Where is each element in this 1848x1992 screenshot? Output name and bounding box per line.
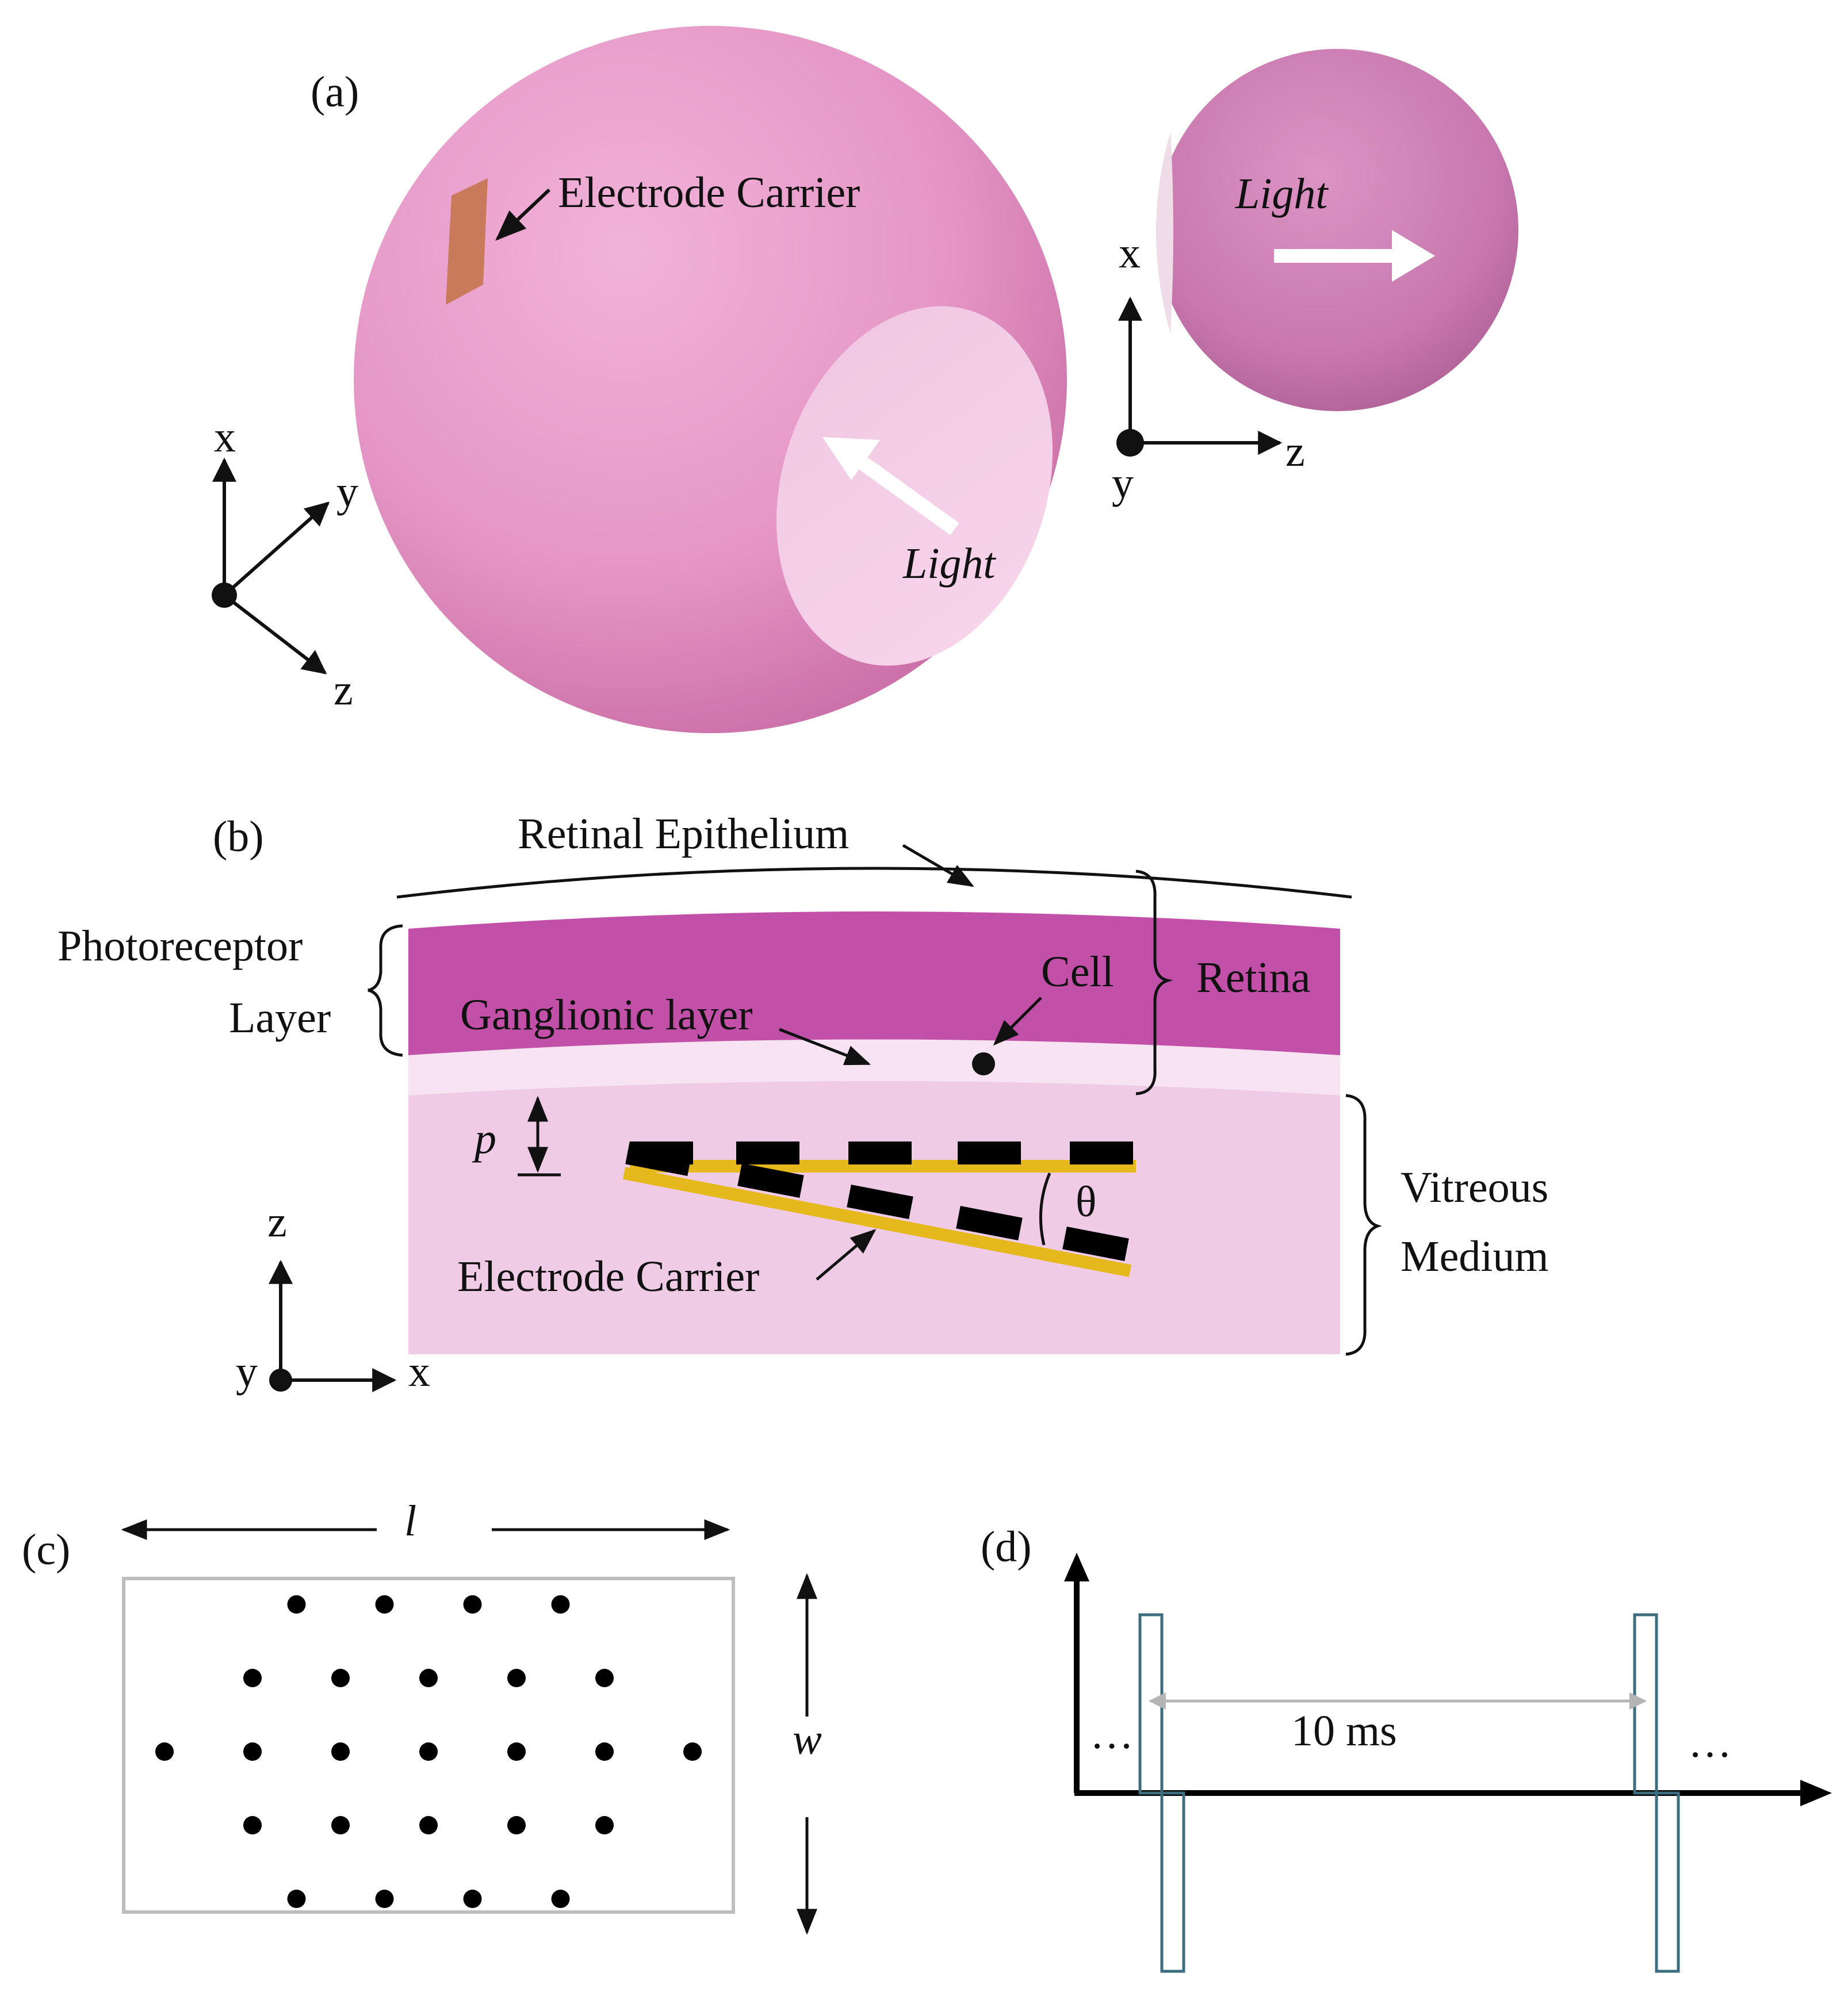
electrode-dot	[331, 1669, 350, 1687]
cell-label: Cell	[1041, 948, 1114, 996]
axis3d-y-label: y	[336, 468, 358, 516]
electrode-dot	[243, 1669, 262, 1687]
panel-a: (a) Electrode Carrier Light x y z Light	[212, 26, 1518, 733]
electrode-dot-grid	[155, 1595, 702, 1908]
angle-label: θ	[1076, 1178, 1096, 1226]
electrode-dot	[419, 1742, 438, 1761]
electrode-carrier-label: Electrode Carrier	[558, 168, 860, 217]
electrode-dot	[331, 1742, 350, 1761]
width-label: w	[793, 1715, 822, 1764]
electrode-dot	[243, 1816, 262, 1834]
ganglionic-layer-band	[408, 1039, 1340, 1095]
axis3d-z-label: z	[334, 666, 353, 714]
angle-arc	[1039, 1173, 1051, 1246]
electrode-dot	[331, 1816, 350, 1834]
electrode-dot	[375, 1890, 394, 1908]
axisb-z-label: z	[267, 1198, 287, 1246]
electrode-array-outline	[122, 1577, 735, 1914]
electrode-dot	[507, 1742, 526, 1761]
ganglionic-layer-pointer	[779, 1028, 871, 1066]
ganglionic-layer-label: Ganglionic layer	[460, 991, 753, 1039]
light-arrow-small	[1274, 230, 1435, 282]
axisb-y-label: y	[236, 1347, 258, 1396]
electrode-dot	[155, 1742, 174, 1761]
eye-side-view-light-rim	[1156, 132, 1173, 334]
electrode-dot	[507, 1816, 526, 1834]
light-entry-spot	[776, 306, 1053, 666]
panel-b-label: (b)	[213, 813, 264, 861]
electrode-dot	[595, 1742, 614, 1761]
pulse-x-axis-arrowhead	[1800, 1780, 1832, 1806]
electrode-dot	[463, 1595, 482, 1614]
electrodes-tilted	[625, 1141, 1129, 1262]
electrode-dot	[551, 1890, 570, 1908]
electrode-dot	[683, 1742, 702, 1761]
retinal-epithelium-arc	[396, 867, 1352, 899]
axes-side: x y z	[1112, 229, 1305, 507]
electrode-dot	[375, 1595, 394, 1614]
axisside-y-label: y	[1112, 459, 1134, 507]
photoreceptor-label-line1: Photoreceptor	[58, 922, 303, 970]
electrode-dot	[551, 1595, 570, 1614]
electrode-dot	[287, 1595, 306, 1614]
panel-b: (b) Retinal Epithelium Photoreceptor Lay…	[58, 810, 1549, 1396]
panel-d: (d) 10 ms … …	[981, 1523, 1832, 1973]
electrode-dot	[507, 1669, 526, 1687]
cell-marker	[972, 1052, 995, 1075]
electrode-dot	[463, 1890, 482, 1908]
photoreceptor-brace	[368, 924, 403, 1057]
electrode-dot	[595, 1669, 614, 1687]
axisside-x-label: x	[1119, 229, 1141, 277]
electrodes-straight	[630, 1141, 1133, 1164]
panel-a-label: (a)	[311, 68, 359, 116]
panel-c-label: (c)	[22, 1526, 70, 1574]
axisb-x-label: x	[408, 1347, 430, 1396]
retinal-epithelium-label: Retinal Epithelium	[518, 810, 849, 858]
photoreceptor-label-line2: Layer	[229, 994, 331, 1042]
panel-c: (c) l w	[22, 1497, 822, 1935]
eye-side-view	[1156, 49, 1518, 411]
retina-brace	[1135, 869, 1173, 1095]
panel-d-label: (d)	[981, 1523, 1032, 1571]
axis3d-x-label: x	[214, 413, 236, 461]
axes-b: z y x	[236, 1198, 430, 1396]
retina-label: Retina	[1196, 953, 1310, 1002]
electrode-dot	[419, 1669, 438, 1687]
period-label: 10 ms	[1291, 1707, 1397, 1755]
pulse-y-axis-arrowhead	[1064, 1553, 1089, 1581]
light-arrow-main	[822, 437, 959, 535]
photoreceptor-layer-band	[408, 911, 1340, 1055]
axes-3d: x y z	[212, 413, 358, 714]
ellipsis-right: …	[1688, 1718, 1732, 1767]
vitreous-label-line2: Medium	[1401, 1232, 1549, 1281]
light-main-label: Light	[902, 539, 996, 588]
length-label: l	[404, 1497, 416, 1545]
pulse-1	[1138, 1613, 1185, 1973]
electrode-dot	[419, 1816, 438, 1834]
electrode-dot	[243, 1742, 262, 1761]
retinal-epithelium-pointer	[902, 844, 974, 887]
cell-pointer	[993, 997, 1042, 1046]
ellipsis-left: …	[1090, 1710, 1134, 1758]
vitreous-label-line1: Vitreous	[1401, 1163, 1548, 1212]
light-small-label: Light	[1235, 170, 1329, 218]
carrier-label-b: Electrode Carrier	[457, 1252, 759, 1301]
axisside-z-label: z	[1285, 427, 1305, 476]
pitch-label: p	[472, 1114, 496, 1163]
pulse-2	[1633, 1613, 1680, 1973]
electrode-dot	[287, 1890, 306, 1908]
vitreous-brace	[1345, 1094, 1382, 1356]
electrode-carrier-pointer	[495, 188, 551, 241]
carrier-pointer-b	[816, 1229, 877, 1281]
electrode-dot	[595, 1816, 614, 1834]
electrode-carrier-patch	[446, 178, 488, 305]
carrier-tilted	[622, 1167, 1132, 1277]
